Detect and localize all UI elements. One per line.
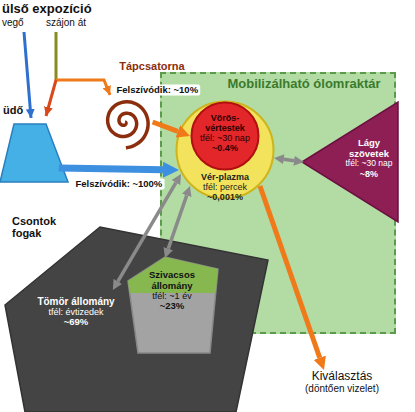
text-block: Lágy szövetektfél: ~30 nap~8% [342,138,396,179]
node-heading: Mobilizálható ólomraktár [227,77,380,92]
text-block: Vér-plazmatfél: percek~0,001% [190,172,260,202]
plasma-circle: Vér-plazmatfél: percek~0,001% Vörös-vérte… [175,100,275,200]
node-value: tfél: ~30 nap [200,133,250,143]
edge-label: Felszívódik: ~10% [115,85,201,96]
excretion: Kiválasztás(döntően vizelet) [282,370,402,406]
node-value: tfél: ~1 év [152,291,191,301]
text-block: üdő [3,104,43,116]
text-block: Vörös-vértestektfél: ~30 nap~0.4% [195,113,255,153]
text-block: Szivacsos állománytfél: ~1 év~23% [134,270,210,312]
flow-arrow [284,159,294,160]
node-heading: üdő [3,104,23,116]
exposure-label: vegő [2,17,24,28]
node-value: ~69% [64,317,89,328]
lung-shape: üdő [0,104,70,184]
node-heading: Kiválasztás [312,370,373,383]
node-heading: Tápcsatorna [119,60,184,72]
node-heading: Csontok fogak [12,215,72,240]
flow-arrow [153,122,178,131]
node-value: tfél: ~30 nap [345,159,392,169]
spongy-bone: Szivacsos állománytfél: ~1 év~23% [120,253,220,355]
flow-arrow [118,183,176,282]
text-block: Mobilizálható ólomraktár [212,77,396,92]
flow-arrow [59,168,163,170]
node-heading: Tömör állomány [37,296,114,307]
text-block: Csontok fogak [12,215,72,240]
flow-arrow [168,195,186,248]
node-value: ~23% [160,301,185,312]
node-heading: Lágy szövetek [342,138,396,159]
text-block: Tápcsatorna [113,60,191,72]
node-value: ~8% [360,169,378,179]
node-heading: Vörös-vértestek [195,113,255,133]
air-path [24,32,31,118]
soft-tissue-triangle: Lágy szövetektfél: ~30 nap~8% [302,102,398,222]
compact-bone: Tömör állománytfél: évtizedek~69% [30,290,122,334]
flow-arrow [260,186,320,358]
node-heading: Vér-plazma [201,172,249,182]
gut-path [56,80,110,95]
text-block: Kiválasztás(döntően vizelet) [282,370,402,395]
lung-path [46,80,56,116]
node-value: ~0,001% [207,192,243,202]
exposure-label: szájon át [46,17,86,28]
edge-label: Felszívódik: ~100% [73,179,164,190]
node-heading: Szivacsos állomány [134,270,210,291]
oral-path [55,32,58,80]
node-value: ~0.4% [212,143,238,153]
text-block: Tömör állománytfél: évtizedek~69% [30,296,122,328]
node-value: tfél: percek [203,182,247,192]
node-value: tfél: évtizedek [48,307,103,317]
node-value: (döntően vizelet) [305,383,379,394]
exposure-label: ülső expozíció [2,2,92,16]
rbc-circle: Vörös-vértestektfél: ~30 nap~0.4% [190,101,260,171]
bone-pentagon: Csontok fogakTömör állománytfél: évtized… [0,215,270,412]
